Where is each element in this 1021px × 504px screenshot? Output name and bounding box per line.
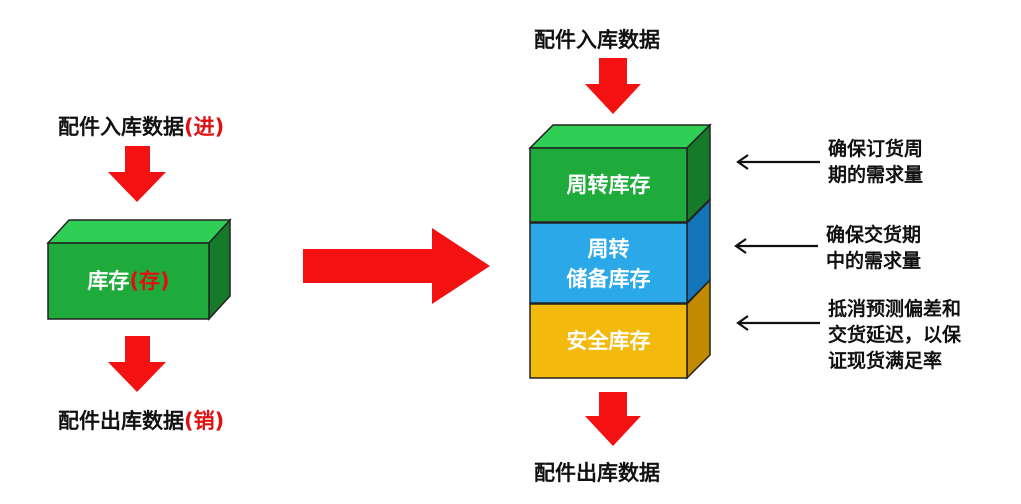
left-outbound-text: 配件出库数据 (58, 409, 184, 433)
stock-label-text: 库存 (87, 269, 130, 293)
inventory-stack (528, 123, 712, 380)
left-inbound-arrow-icon (108, 146, 166, 202)
note-cycle-stock: 确保订货周 期的需求量 (828, 136, 923, 188)
left-inbound-text: 配件入库数据 (58, 115, 184, 139)
left-inbound-label: 配件入库数据(进) (58, 117, 224, 138)
note-cycle-line2: 期的需求量 (828, 164, 924, 186)
buffer-stock-label: 周转 储备库存 (530, 234, 687, 294)
cycle-stock-top (528, 124, 712, 149)
stock-box-top (46, 219, 232, 244)
left-outbound-label: 配件出库数据(销) (58, 411, 224, 432)
buffer-stock-label-line2: 储备库存 (566, 267, 651, 291)
safety-stock-front (529, 303, 688, 379)
stock-box (46, 218, 232, 321)
note-pointer-2-icon (734, 238, 818, 254)
safety-stock-label-line1: 安全库存 (566, 329, 651, 353)
buffer-stock-label-line1: 周转 (587, 237, 630, 261)
note-buffer-line2: 中的需求量 (826, 250, 922, 272)
right-inbound-label: 配件入库数据 (534, 28, 660, 52)
left-outbound-tag: (销) (184, 409, 225, 433)
safety-stock-label: 安全库存 (530, 326, 687, 356)
buffer-stock-front (529, 222, 688, 304)
note-safety-line3: 证现货满足率 (828, 350, 943, 372)
stock-label-tag: (存) (129, 269, 170, 293)
cycle-stock-label: 周转库存 (530, 170, 687, 200)
note-safety-line2: 交货延迟，以保 (828, 324, 962, 346)
right-inbound-arrow-icon (585, 58, 641, 114)
stock-box-front (47, 242, 210, 320)
note-buffer-stock: 确保交货期 中的需求量 (826, 222, 921, 274)
note-pointer-1-icon (736, 154, 820, 170)
cycle-stock-front (529, 147, 688, 223)
stock-box-label: 库存(存) (48, 266, 209, 296)
right-outbound-arrow-icon (585, 392, 641, 446)
note-safety-line1: 抵消预测偏差和 (828, 298, 962, 320)
transform-arrow-icon (303, 228, 490, 304)
left-outbound-arrow-icon (108, 336, 166, 392)
note-buffer-line1: 确保交货期 (826, 224, 922, 246)
cycle-stock-label-line1: 周转库存 (566, 173, 651, 197)
note-cycle-line1: 确保订货周 (828, 138, 924, 160)
note-safety-stock: 抵消预测偏差和 交货延迟，以保 证现货满足率 (828, 296, 961, 374)
note-pointer-3-icon (736, 315, 820, 331)
left-inbound-tag: (进) (184, 115, 225, 139)
right-outbound-label: 配件出库数据 (534, 461, 660, 485)
